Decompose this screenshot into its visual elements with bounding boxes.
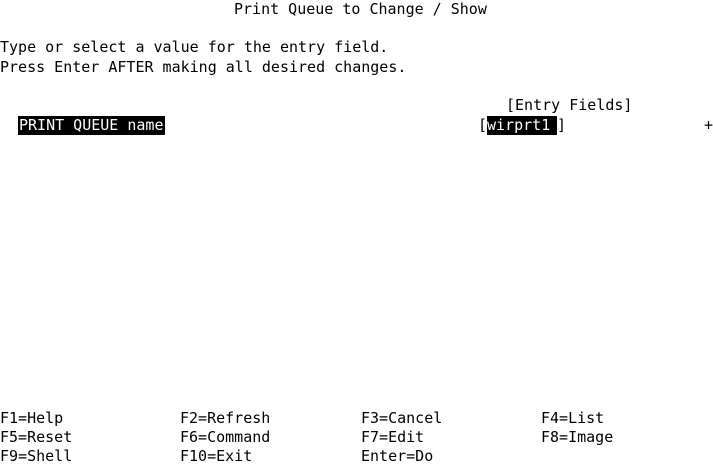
- fkey-list[interactable]: F4=List: [541, 409, 605, 427]
- entry-fields-header: [Entry Fields]: [506, 96, 633, 114]
- fkey-help[interactable]: F1=Help: [0, 409, 64, 427]
- fkey-reset[interactable]: F5=Reset: [0, 428, 73, 446]
- fkey-enter-do[interactable]: Enter=Do: [361, 447, 434, 465]
- print-queue-name-label: PRINT QUEUE name: [18, 116, 165, 135]
- field-close-bracket: ]: [557, 116, 567, 134]
- fkey-cancel[interactable]: F3=Cancel: [361, 409, 443, 427]
- print-queue-field: []: [478, 116, 566, 135]
- print-queue-name-input[interactable]: [487, 116, 558, 135]
- list-indicator: +: [704, 116, 713, 134]
- screen-title: Print Queue to Change / Show: [234, 0, 487, 18]
- field-open-bracket: [: [478, 116, 488, 134]
- fkey-refresh[interactable]: F2=Refresh: [180, 409, 271, 427]
- fkey-edit[interactable]: F7=Edit: [361, 428, 425, 446]
- instruction-line-2: Press Enter AFTER making all desired cha…: [0, 58, 407, 76]
- fkey-exit[interactable]: F10=Exit: [180, 447, 253, 465]
- fkey-shell[interactable]: F9=Shell: [0, 447, 73, 465]
- fkey-command[interactable]: F6=Command: [180, 428, 271, 446]
- fkey-image[interactable]: F8=Image: [541, 428, 614, 446]
- instruction-line-1: Type or select a value for the entry fie…: [0, 38, 389, 56]
